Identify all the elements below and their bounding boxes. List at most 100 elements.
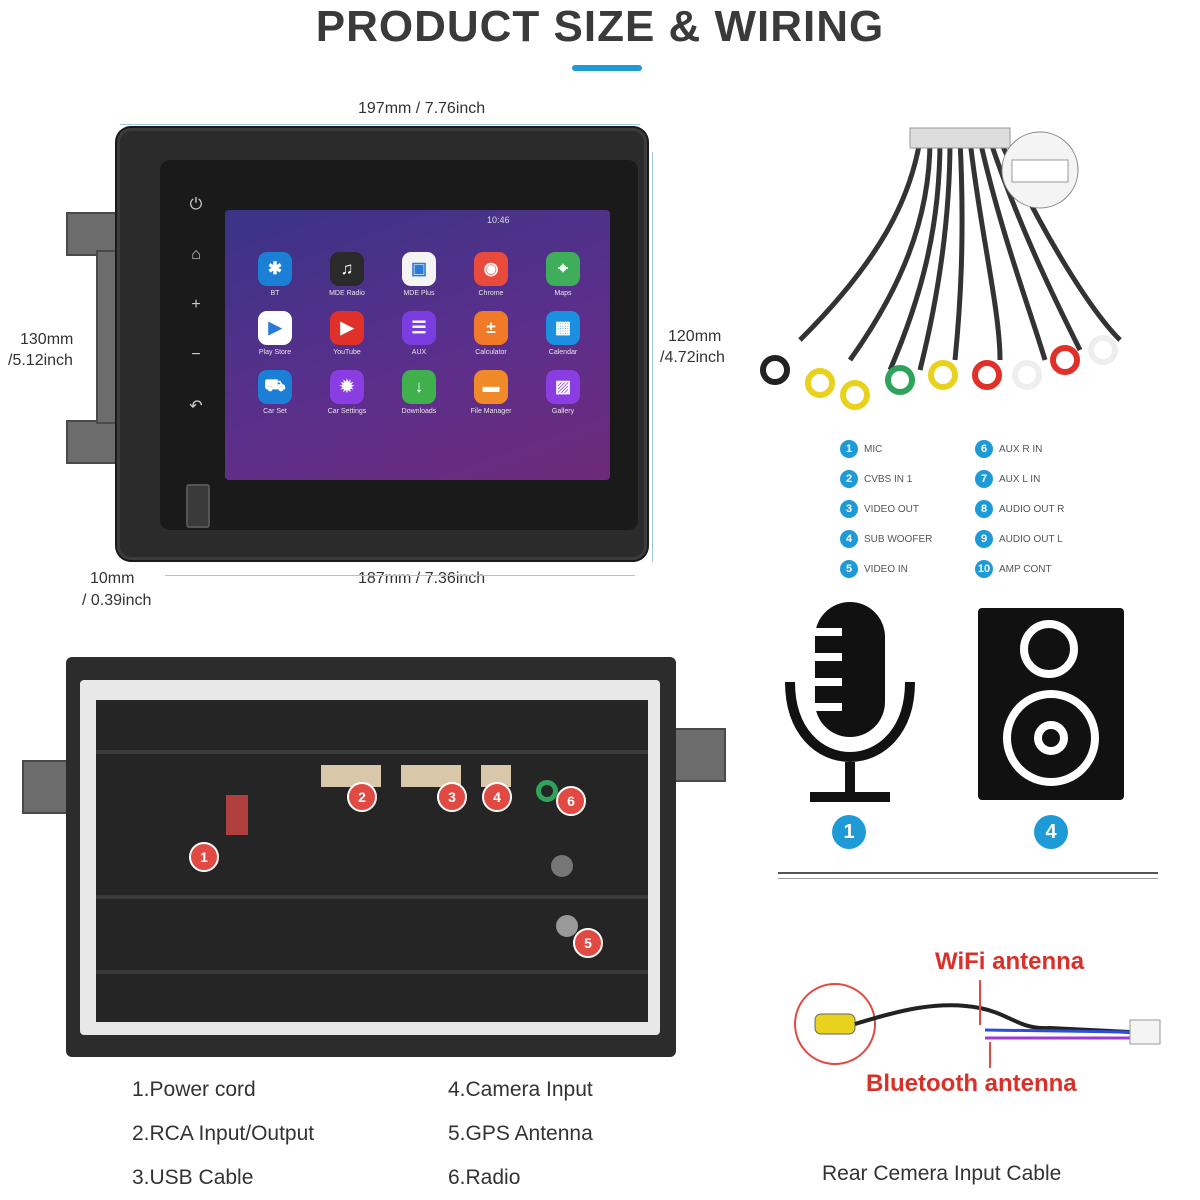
app-label: File Manager bbox=[470, 408, 512, 415]
app-play-store[interactable]: ▶Play Store bbox=[239, 311, 311, 356]
youtube-icon: ▶ bbox=[330, 311, 364, 345]
calculator-icon: ± bbox=[474, 311, 508, 345]
back-icon[interactable]: ↶ bbox=[189, 398, 203, 415]
download-icon: ↓ bbox=[402, 370, 436, 404]
app-download[interactable]: ↓ Downloads bbox=[383, 370, 455, 415]
rca-mic bbox=[760, 355, 790, 385]
app-maps[interactable]: ⌖Maps bbox=[527, 252, 599, 297]
mount-bracket-bottom bbox=[66, 420, 122, 464]
wire-number-badge: 5 bbox=[840, 560, 858, 578]
calendar-icon: ▦ bbox=[546, 311, 580, 345]
connector-rca bbox=[321, 765, 381, 787]
wiring-legend-item: 1 MIC bbox=[840, 440, 975, 458]
rca-white-2 bbox=[1088, 335, 1118, 365]
dimension-bottom: 187mm / 7.36inch bbox=[358, 570, 486, 587]
dimension-line-bottom bbox=[165, 575, 635, 576]
wire-number-badge: 9 bbox=[975, 530, 993, 548]
wire-number-badge: 6 bbox=[975, 440, 993, 458]
dimension-right-inch: /4.72inch bbox=[660, 349, 725, 366]
chrome-icon: ◉ bbox=[474, 252, 508, 286]
rca-green bbox=[885, 365, 915, 395]
app-label: MDE Plus bbox=[403, 290, 435, 297]
dimension-depth-mm: 10mm bbox=[90, 570, 135, 587]
wire-number-badge: 2 bbox=[840, 470, 858, 488]
microphone-icon bbox=[780, 602, 920, 802]
home-icon[interactable]: ⌂ bbox=[191, 246, 201, 263]
volume-up-icon[interactable]: + bbox=[191, 296, 201, 313]
dimension-top: 197mm / 7.76inch bbox=[358, 100, 486, 117]
app-equalizer[interactable]: ☰AUX bbox=[383, 311, 455, 356]
camera-cable-illustration bbox=[790, 980, 1190, 1070]
app-label: Calendar bbox=[548, 349, 578, 356]
legend-radio: 6.Radio bbox=[448, 1166, 521, 1189]
page-title: PRODUCT SIZE & WIRING bbox=[315, 2, 885, 51]
mic-number-badge: 1 bbox=[832, 815, 866, 849]
wire-label: VIDEO IN bbox=[864, 563, 908, 575]
wire-label: AUX R IN bbox=[999, 443, 1043, 455]
wifi-antenna-label: WiFi antenna bbox=[935, 948, 1085, 975]
app-plus-app[interactable]: ▣MDE Plus bbox=[383, 252, 455, 297]
app-label: Gallery bbox=[551, 408, 575, 415]
app-settings[interactable]: ✹Car Settings bbox=[311, 370, 383, 415]
wire-number-badge: 3 bbox=[840, 500, 858, 518]
radio-icon: ♫ bbox=[330, 252, 364, 286]
app-label: Car Settings bbox=[327, 408, 367, 415]
app-label: Downloads bbox=[401, 408, 437, 415]
mount-bracket-top bbox=[66, 212, 122, 256]
wire-number-badge: 10 bbox=[975, 560, 993, 578]
equalizer-icon: ☰ bbox=[402, 311, 436, 345]
speaker-icon bbox=[978, 608, 1124, 800]
divider bbox=[778, 872, 1158, 874]
status-time: 10:46 bbox=[487, 215, 510, 225]
rca-yellow-1 bbox=[805, 368, 835, 398]
rear-camera-cable-caption: Rear Cemera Input Cable bbox=[822, 1162, 1062, 1185]
back-heatsink bbox=[96, 700, 648, 1022]
volume-down-icon[interactable]: − bbox=[191, 346, 201, 363]
legend-power-cord: 1.Power cord bbox=[132, 1078, 256, 1101]
dimension-left-mm: 130mm bbox=[20, 331, 74, 348]
app-radio[interactable]: ♫MDE Radio bbox=[311, 252, 383, 297]
wire-label: MIC bbox=[864, 443, 883, 455]
app-youtube[interactable]: ▶ YouTube bbox=[311, 311, 383, 356]
app-grid: ✱BT♫MDE Radio▣MDE Plus◉Chrome⌖Maps▶Play … bbox=[239, 252, 599, 415]
app-label: Car Set bbox=[263, 408, 287, 415]
rca-yellow-2 bbox=[840, 380, 870, 410]
wire-label: AMP CONT bbox=[999, 563, 1052, 575]
rca-red-2 bbox=[1050, 345, 1080, 375]
marker-3: 3 bbox=[437, 782, 467, 812]
connector-gps bbox=[556, 915, 578, 937]
dimension-left-inch: /5.12inch bbox=[8, 352, 73, 369]
connector-camera bbox=[481, 765, 511, 787]
legend-usb: 3.USB Cable bbox=[132, 1166, 254, 1189]
status-bar: 10:46 bbox=[225, 210, 610, 230]
wire-number-badge: 8 bbox=[975, 500, 993, 518]
app-label: Maps bbox=[554, 290, 572, 297]
app-label: BT bbox=[270, 290, 280, 297]
wire-label: AUDIO OUT L bbox=[999, 533, 1063, 545]
app-chrome[interactable]: ◉Chrome bbox=[455, 252, 527, 297]
wire-label: CVBS IN 1 bbox=[864, 473, 913, 485]
app-gallery[interactable]: ▨ Gallery bbox=[527, 370, 599, 415]
app-car[interactable]: ⛟ Car Set bbox=[239, 370, 311, 415]
power-icon[interactable]: ⏻ bbox=[189, 196, 203, 213]
dimension-line-top bbox=[120, 124, 640, 125]
wiring-legend-item: 5 VIDEO IN bbox=[840, 560, 975, 578]
car-icon: ⛟ bbox=[258, 370, 292, 404]
wire-number-badge: 1 bbox=[840, 440, 858, 458]
app-label: YouTube bbox=[333, 349, 361, 356]
speaker-number-badge: 4 bbox=[1034, 815, 1068, 849]
app-bluetooth[interactable]: ✱BT bbox=[239, 252, 311, 297]
app-label: Play Store bbox=[258, 349, 292, 356]
app-folder[interactable]: ▬File Manager bbox=[455, 370, 527, 415]
connector-radio bbox=[536, 780, 558, 802]
dimension-right-mm: 120mm bbox=[668, 328, 722, 345]
app-label: Calculator bbox=[475, 349, 507, 356]
app-calculator[interactable]: ± Calculator bbox=[455, 311, 527, 356]
marker-4: 4 bbox=[482, 782, 512, 812]
gallery-icon: ▨ bbox=[546, 370, 580, 404]
divider-thin bbox=[778, 878, 1158, 879]
back-bracket-right bbox=[672, 728, 726, 782]
app-calendar[interactable]: ▦ Calendar bbox=[527, 311, 599, 356]
